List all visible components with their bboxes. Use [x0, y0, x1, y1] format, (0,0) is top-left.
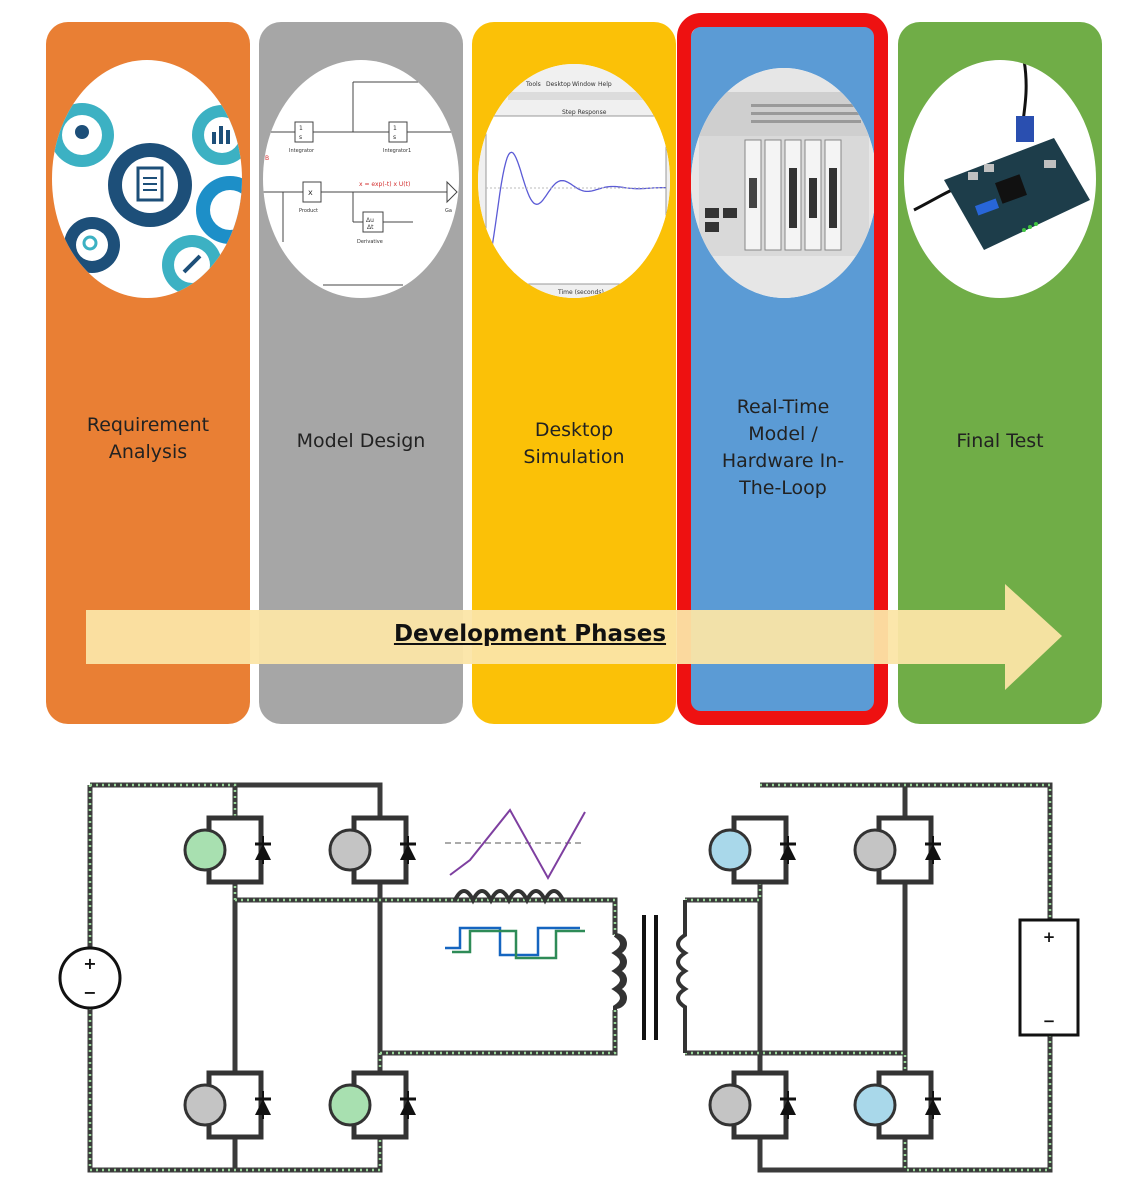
- fpga-dev-board: [913, 60, 1090, 250]
- phase-label: Requirement Analysis: [86, 414, 210, 463]
- gears-clipboard-illustration: [52, 103, 242, 295]
- block-label: Integrator1: [383, 148, 411, 154]
- current-phase-highlight: [677, 13, 888, 725]
- phase-column-real-time-hil: Real-Time Model / Hardware In- The-Loop: [689, 22, 877, 724]
- current-waveform: [445, 808, 586, 881]
- phase-column-desktop-simulation: Tools Desktop Window Help Step Response …: [472, 22, 676, 724]
- current-path: [88, 783, 1052, 1172]
- block-label: Derivative: [357, 239, 383, 245]
- mosfet-icon: [853, 1083, 897, 1127]
- simulink-block-diagram: 1 s 1 s x Δu Δt Integrator Integrator1 P…: [263, 81, 459, 286]
- series-inductor: [453, 889, 565, 905]
- gear-icon: [52, 103, 114, 167]
- voltage-waveforms: [445, 926, 585, 960]
- mosfet-icon: [708, 828, 752, 872]
- phase-label: Desktop Simulation: [523, 419, 625, 468]
- svg-text:1: 1: [299, 125, 303, 132]
- mosfet-icon: [183, 1083, 227, 1127]
- menu-item: Window: [572, 81, 596, 88]
- block-label: Integrator: [289, 148, 315, 154]
- phase-column-final-test: Final Test: [898, 22, 1102, 724]
- phase-image-block-diagram: 1 s 1 s x Δu Δt Integrator Integrator1 P…: [263, 60, 459, 298]
- source-minus: −: [83, 983, 96, 1002]
- block-label: Ga: [445, 208, 452, 214]
- svg-text:1: 1: [393, 125, 397, 132]
- plot-title: Step Response: [562, 109, 607, 116]
- phase-column-requirement-analysis: Requirement Analysis: [46, 22, 250, 724]
- phase-column-model-design: 1 s 1 s x Δu Δt Integrator Integrator1 P…: [259, 22, 463, 724]
- voltage-source: + −: [58, 946, 122, 1010]
- phase-image-step-response: Tools Desktop Window Help Step Response …: [478, 64, 670, 298]
- switch-top-left: [183, 818, 271, 882]
- svg-text:s: s: [299, 134, 302, 141]
- mosfet-icon: [708, 1083, 752, 1127]
- battery-plus: +: [1043, 928, 1056, 946]
- source-plus: +: [83, 954, 96, 973]
- phase-label: Model Design: [296, 430, 426, 452]
- development-phases-arrow: [86, 584, 1062, 690]
- svg-text:s: s: [393, 134, 396, 141]
- battery-minus: −: [1043, 1012, 1056, 1030]
- transformer: [611, 900, 689, 1053]
- switch-bottom-left: [183, 1073, 271, 1137]
- phase-label: Real-Time Model / Hardware In- The-Loop: [721, 396, 845, 499]
- step-response-plot: Tools Desktop Window Help Step Response …: [478, 64, 670, 298]
- arrow-label: Development Phases: [393, 621, 667, 647]
- plot-xlabel: Time (seconds): [557, 289, 604, 296]
- gear-icon: [64, 217, 120, 273]
- phase-image-fpga-board: [904, 60, 1096, 298]
- equation-label: x = exp(-t) x U(t): [359, 181, 410, 188]
- industrial-pc-chassis: [691, 68, 877, 298]
- phase-label: Final Test: [956, 430, 1044, 452]
- menu-item: Desktop: [546, 81, 571, 88]
- block-label: Product: [299, 208, 318, 214]
- block-label: B: [265, 155, 269, 162]
- gear-icon: [196, 176, 242, 244]
- mosfet-icon: [328, 828, 372, 872]
- phase-image-gears: [52, 60, 242, 298]
- switch-bottom-right: [328, 1073, 416, 1137]
- dual-active-bridge-circuit: + − + −: [58, 782, 1080, 1173]
- switch-top-right: [328, 818, 416, 882]
- switch-secondary-bottom-right: [853, 1073, 941, 1137]
- menu-item: Help: [598, 81, 612, 88]
- gear-icon: [192, 105, 242, 165]
- svg-text:x: x: [308, 188, 313, 197]
- gear-icon: [108, 143, 192, 227]
- mosfet-icon: [328, 1083, 372, 1127]
- phase-image-industrial-pc: [691, 68, 877, 298]
- svg-text:Δu: Δu: [366, 217, 374, 224]
- mosfet-icon: [853, 828, 897, 872]
- switch-secondary-top-left: [708, 818, 796, 882]
- arrow-shape: [86, 584, 1062, 690]
- battery: + −: [1018, 918, 1080, 1037]
- switch-secondary-top-right: [853, 818, 941, 882]
- switch-secondary-bottom-left: [708, 1073, 796, 1137]
- svg-text:Δt: Δt: [367, 224, 374, 231]
- step-response-curve: [487, 151, 666, 265]
- mosfet-icon: [183, 828, 227, 872]
- menu-item: Tools: [525, 81, 541, 88]
